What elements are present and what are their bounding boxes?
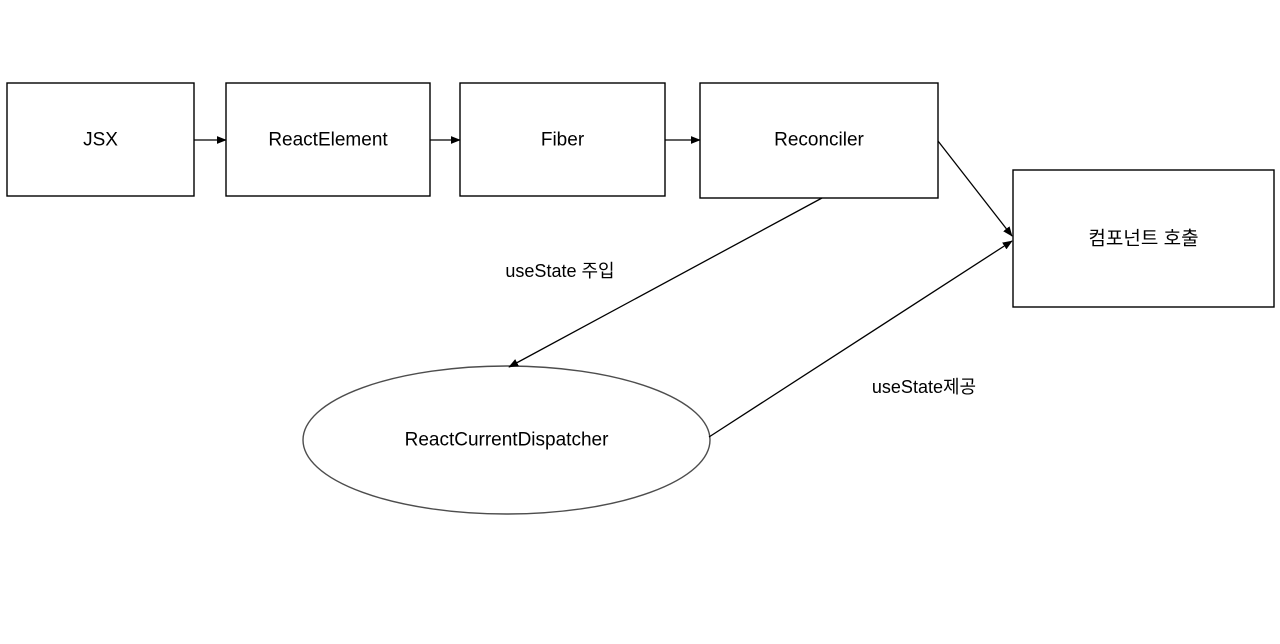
node-shape-reactelement[interactable] — [225, 82, 431, 197]
edge-reconciler-to-reactcurrentdispatcher — [508, 197, 823, 368]
node-shape-reactcurrentdispatcher[interactable] — [302, 365, 711, 515]
node-shape-jsx[interactable] — [6, 82, 195, 197]
node-shape-component-call[interactable] — [1012, 169, 1275, 308]
edge-reconciler-to-component-call — [937, 140, 1013, 237]
node-shape-fiber[interactable] — [459, 82, 666, 197]
edge-reactcurrentdispatcher-to-component-call — [708, 240, 1013, 438]
node-shape-reconciler[interactable] — [699, 82, 939, 199]
